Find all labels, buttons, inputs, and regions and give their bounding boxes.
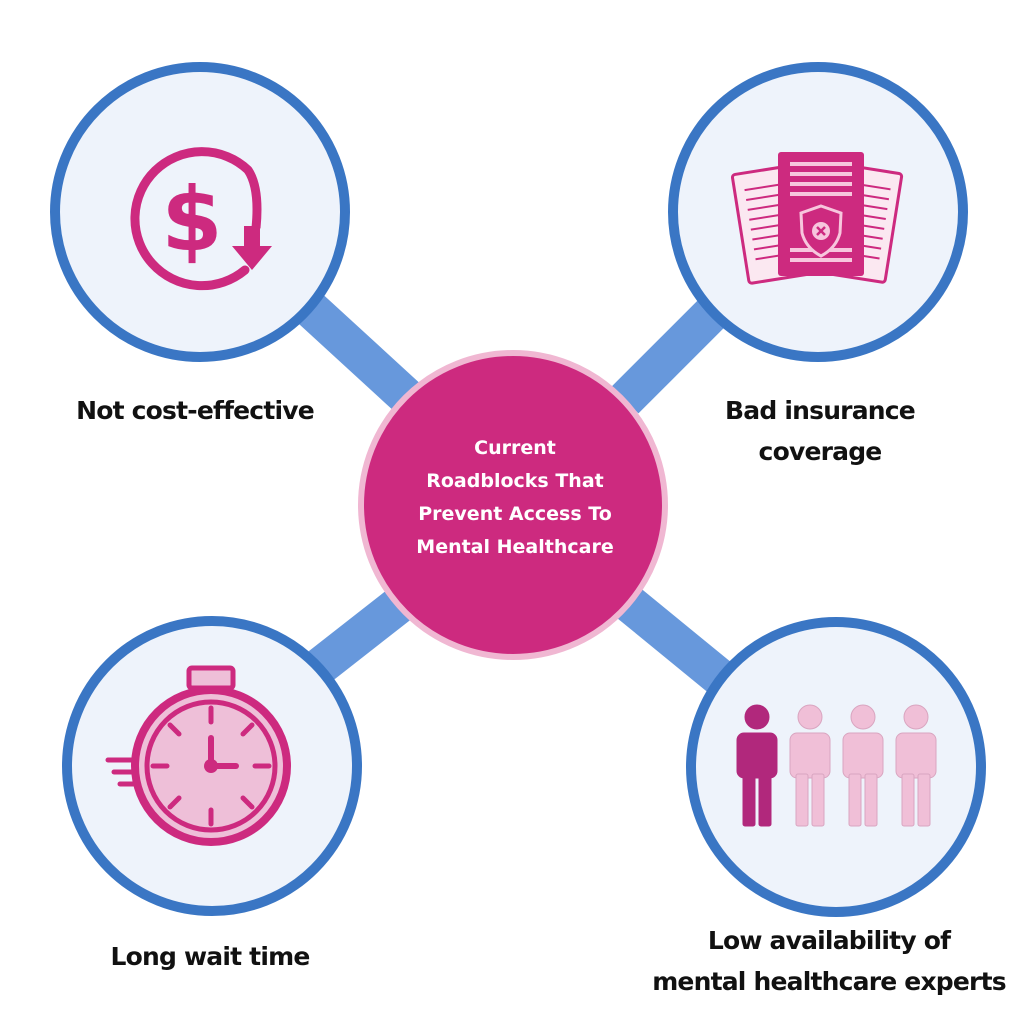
center-title: Current Roadblocks That Prevent Access T… [380,432,650,564]
person-figure-light [842,704,884,827]
label-long-wait-time: Long wait time [110,942,310,971]
label-low-availability: Low availability of mental healthcare ex… [650,920,1008,1002]
center-title-line: Roadblocks That [426,470,604,492]
center-title-line: Mental Healthcare [416,536,614,558]
person-figure-light [789,704,831,827]
node-circle-experts [686,617,986,917]
center-title-line: Prevent Access To [418,503,612,525]
stopwatch-icon [105,665,291,846]
label-line: Low availability of [707,926,951,955]
center-circle [358,350,668,660]
people-shortage-icon [736,704,937,827]
node-circle-cost [50,62,350,362]
label-line: coverage [758,437,883,466]
connector-bottom-right [612,585,748,705]
person-figure-light [895,704,937,827]
label-line: Bad insurance [725,396,916,425]
dollar-down-icon: $ [130,147,272,291]
label-not-cost-effective: Not cost-effective [76,396,315,425]
insurance-denied-icon [730,152,904,285]
label-bad-insurance: Bad insurance coverage [700,390,940,472]
label-line: mental healthcare experts [652,967,1006,996]
center-title-line: Current [474,437,556,459]
svg-text:$: $ [161,168,222,271]
person-figure-dark [736,704,778,827]
